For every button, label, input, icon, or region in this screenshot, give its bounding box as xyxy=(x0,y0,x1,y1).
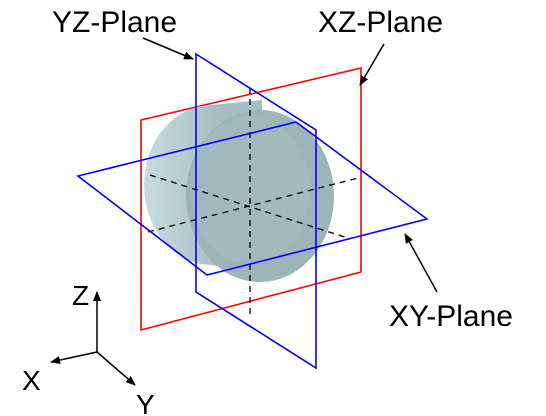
yz-plane-label: YZ-Plane xyxy=(52,6,177,39)
z-axis-label: Z xyxy=(72,280,89,311)
axis-triad xyxy=(50,291,136,386)
x-axis-label: X xyxy=(22,365,41,396)
xz-plane-pointer-arrow xyxy=(359,43,385,86)
y-axis-label: Y xyxy=(136,389,155,416)
cylinder xyxy=(144,100,334,282)
x-axis-arrow xyxy=(50,351,98,364)
xz-plane-label: XZ-Plane xyxy=(318,6,443,39)
yz-plane-pointer-arrow xyxy=(142,37,194,60)
xy-plane-pointer-arrow xyxy=(404,233,438,293)
dashed-y-line xyxy=(149,174,349,239)
xy-plane xyxy=(76,121,429,276)
dashed-axis-lines xyxy=(147,88,359,318)
y-axis-arrow xyxy=(96,351,136,386)
xy-plane-label: XY-Plane xyxy=(389,300,513,333)
xz-plane xyxy=(140,66,362,332)
dashed-x-line xyxy=(147,177,359,233)
yz-plane xyxy=(195,52,317,370)
